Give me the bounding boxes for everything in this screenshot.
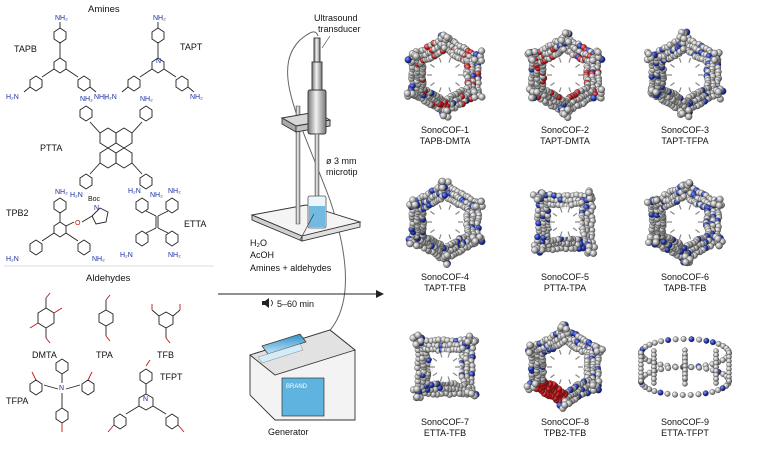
- cof-combo-4: TAPT-TFB: [424, 283, 466, 293]
- tpb2-ether-o: O: [75, 220, 81, 227]
- cof-model-5: [529, 187, 598, 257]
- cof-model-9: [638, 336, 732, 398]
- cof-name-5: SonoCOF-5: [541, 272, 589, 282]
- tapt-structure: N NH₂ H₂N NH₂: [104, 15, 203, 101]
- ptta-label: PTTA: [40, 143, 62, 153]
- cof-model-2: [524, 29, 606, 122]
- generator-brand: BRAND: [286, 384, 308, 390]
- cof-name-3: SonoCOF-3: [661, 125, 709, 135]
- tapt-label: TAPT: [180, 42, 203, 52]
- cof-name-9: SonoCOF-9: [661, 417, 709, 427]
- tfpt-label: TFPT: [160, 372, 183, 382]
- microtip-label-2: microtip: [326, 167, 358, 177]
- tfb-structure: [151, 304, 181, 344]
- tfpt-structure: N: [107, 359, 185, 433]
- tapb-nh2-right: NH₂: [94, 94, 107, 101]
- tpb2-h2n-left: H₂N: [6, 256, 19, 263]
- amines-panel: Amines NH₂ H₂N NH₂ TAPB N NH₂: [6, 4, 206, 263]
- ptta-nh2-tr: NH₂: [140, 96, 153, 103]
- generator-brand-panel: [281, 377, 325, 417]
- ptta-h2n-bl: H₂N: [70, 192, 83, 199]
- tfpt-triazine-n: N: [143, 396, 148, 403]
- tapb-label: TAPB: [14, 44, 37, 54]
- dmta-label: DMTA: [32, 350, 57, 360]
- cof-model-6: [643, 179, 726, 267]
- tapb-structure: NH₂ H₂N NH₂: [6, 15, 107, 101]
- sonication-apparatus: Ultrasound transducer ø 3 mm microtip H₂…: [218, 13, 384, 437]
- generator-label: Generator: [268, 427, 309, 437]
- generator-screen: [261, 333, 307, 355]
- ptta-structure: NH₂ NH₂ H₂N NH₂: [70, 96, 163, 199]
- tapt-nh2-right: NH₂: [190, 94, 203, 101]
- tpb2-label: TPB2: [6, 208, 29, 218]
- cof-name-6: SonoCOF-6: [661, 272, 709, 282]
- cof-combo-9: ETTA-TFPT: [661, 428, 709, 438]
- sonication-time: 5–60 min: [277, 299, 314, 309]
- tpa-label: TPA: [96, 350, 113, 360]
- reaction-liquid: [309, 206, 325, 227]
- etta-h2n-tl: H₂N: [128, 188, 141, 195]
- reagent-amines-aldehydes: Amines + aldehydes: [250, 263, 332, 273]
- tpb2-pyrrolidine-n: N: [94, 205, 99, 212]
- ultrasound-transducer: [307, 89, 327, 135]
- etta-h2n-bl: H₂N: [120, 252, 133, 259]
- dmta-structure: [29, 292, 63, 344]
- tfpa-label: TFPA: [6, 396, 28, 406]
- cof-combo-8: TPB2-TFB: [544, 428, 587, 438]
- tpb2-nh2-top: NH₂: [55, 189, 68, 196]
- transducer-label-1: Ultrasound: [314, 13, 358, 23]
- cof-model-8: [523, 321, 606, 412]
- cof-name-2: SonoCOF-2: [541, 125, 589, 135]
- tapt-h2n-left: H₂N: [104, 94, 117, 101]
- cof-model-7: [409, 331, 480, 402]
- cof-name-4: SonoCOF-4: [421, 272, 469, 282]
- etta-nh2-tr: NH₂: [168, 188, 181, 195]
- etta-label: ETTA: [184, 219, 206, 229]
- tpb2-structure: NH₂ H₂N NH₂ O N Boc: [6, 189, 109, 263]
- tapt-triazine-n: N: [156, 58, 161, 65]
- cof-model-3: [643, 28, 727, 121]
- reagent-acetic-acid: AcOH: [250, 250, 274, 260]
- cof-combo-7: ETTA-TFB: [424, 428, 466, 438]
- reagent-water: H₂O: [250, 238, 267, 248]
- cof-name-7: SonoCOF-7: [421, 417, 469, 427]
- tfb-label: TFB: [157, 350, 174, 360]
- tpa-structure: [98, 294, 114, 342]
- cof-name-1: SonoCOF-1: [421, 125, 469, 135]
- cof-combo-1: TAPB-DMTA: [420, 136, 471, 146]
- stand-rod: [295, 105, 301, 225]
- cof-combo-3: TAPT-TFPA: [661, 136, 708, 146]
- aldehydes-panel: Aldehydes DMTA TPA: [6, 273, 185, 433]
- transducer-cable: [287, 31, 346, 351]
- ptta-nh2-br: NH₂: [150, 192, 163, 199]
- speaker-icon: [262, 298, 273, 308]
- cof-combo-2: TAPT-DMTA: [540, 136, 590, 146]
- etta-nh2-br: NH₂: [168, 252, 181, 259]
- tpb2-nh2-right: NH₂: [92, 256, 105, 263]
- aldehydes-heading: Aldehydes: [86, 273, 131, 284]
- ptta-nh2-tl: NH₂: [80, 96, 93, 103]
- tfpa-central-n: N: [59, 385, 64, 392]
- tapb-h2n-left: H₂N: [6, 94, 19, 101]
- cof-model-4: [405, 177, 486, 268]
- cof-combo-5: PTTA-TPA: [544, 283, 586, 293]
- etta-structure: H₂N NH₂ H₂N NH₂: [120, 188, 181, 259]
- tapb-nh2-top: NH₂: [55, 15, 68, 22]
- cof-combo-6: TAPB-TFB: [664, 283, 707, 293]
- tpb2-boc: Boc: [88, 196, 101, 203]
- tfpa-structure: N: [29, 358, 95, 432]
- microtip-label-1: ø 3 mm: [326, 156, 357, 166]
- generator: BRAND: [249, 329, 356, 421]
- amines-heading: Amines: [88, 4, 120, 15]
- tapt-nh2-top: NH₂: [153, 15, 166, 22]
- cof-name-8: SonoCOF-8: [541, 417, 589, 427]
- cof-model-1: [403, 31, 486, 121]
- transducer-label-2: transducer: [318, 24, 361, 34]
